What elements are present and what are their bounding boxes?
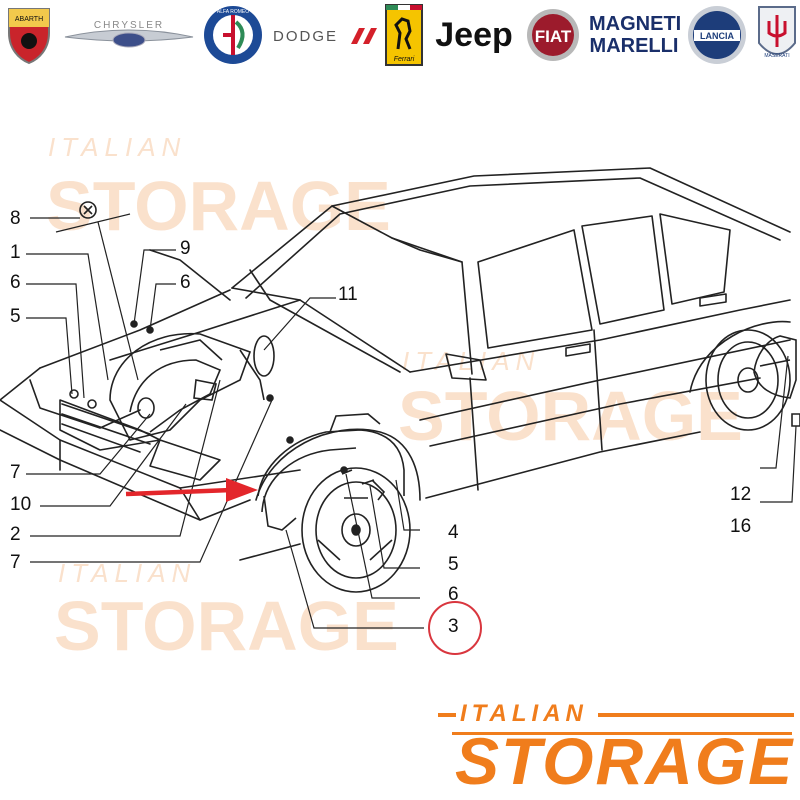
svg-text:STORAGE: STORAGE [54,587,399,665]
svg-text:LANCIA: LANCIA [700,31,734,41]
svg-text:STORAGE: STORAGE [398,377,743,455]
fiat-logo: FIAT [524,4,582,66]
parts-diagram: ITALIAN STORAGE ITALIAN STORAGE ITALIAN … [0,132,800,665]
callout-4: 4 [448,522,459,543]
logo-big-text: STORAGE [455,724,795,798]
magneti-marelli-logo: MAGNETI MARELLI [589,13,682,57]
callout-5-bottom: 5 [448,554,459,575]
svg-text:ITALIAN: ITALIAN [402,346,540,376]
maserati-logo: MASERATI [754,4,800,66]
abarth-logo: ABARTH [0,4,58,66]
callout-6-bottom: 6 [448,584,459,605]
callout-9: 9 [180,238,191,259]
callout-7-upper: 7 [10,462,21,483]
alfa-romeo-logo: ALFA ROMEO [200,4,266,66]
leader-lines [26,213,797,629]
svg-text:MASERATI: MASERATI [764,53,789,59]
lancia-logo: LANCIA [684,4,750,66]
callout-7-lower: 7 [10,552,21,573]
callout-8: 8 [10,208,21,229]
svg-text:ALFA ROMEO: ALFA ROMEO [217,9,249,15]
svg-text:Ferrari: Ferrari [394,56,415,63]
callout-10: 10 [10,494,31,515]
dodge-logo: DODGE [268,4,378,66]
ferrari-logo: Ferrari [382,4,426,66]
svg-text:CHRYSLER: CHRYSLER [94,20,164,31]
callout-12: 12 [730,484,751,505]
callout-6-top: 6 [10,272,21,293]
svg-text:FIAT: FIAT [535,27,572,46]
svg-text:DODGE: DODGE [273,28,338,45]
callout-labels: 8 1 6 5 9 6 11 7 10 2 7 4 5 6 3 12 16 [10,208,751,637]
callout-2: 2 [10,524,21,545]
brand-bar: ABARTH CHRYSLER ALFA ROMEO DODGE Ferrari [0,0,800,70]
watermark-top: ITALIAN STORAGE [46,132,391,245]
svg-text:ITALIAN: ITALIAN [48,132,186,162]
callout-1: 1 [10,242,21,263]
logo-bar-mid [452,732,792,735]
callout-16: 16 [730,516,751,537]
jeep-logo: Jeep [435,15,513,54]
callout-3: 3 [448,616,459,637]
callout-6-mid: 6 [180,272,191,293]
svg-text:STORAGE: STORAGE [46,167,391,245]
watermark-middle: ITALIAN STORAGE [398,346,743,455]
callout-11: 11 [338,284,358,305]
highlight-circle [428,601,482,655]
rear-wheel-liner [753,335,800,427]
logo-bar-right [598,713,794,717]
svg-text:ITALIAN: ITALIAN [58,558,196,588]
svg-text:ABARTH: ABARTH [15,16,43,23]
front-wheel-liner [257,413,405,531]
logo-small-text: ITALIAN [460,700,588,727]
logo-bar-left [438,713,456,717]
front-wheel [301,467,411,593]
callout-5-top: 5 [10,306,21,327]
front-upper-liner [109,332,275,441]
highlight-arrow [125,478,258,502]
watermark-bottom: ITALIAN STORAGE [54,558,399,665]
chrysler-logo: CHRYSLER [62,4,196,66]
